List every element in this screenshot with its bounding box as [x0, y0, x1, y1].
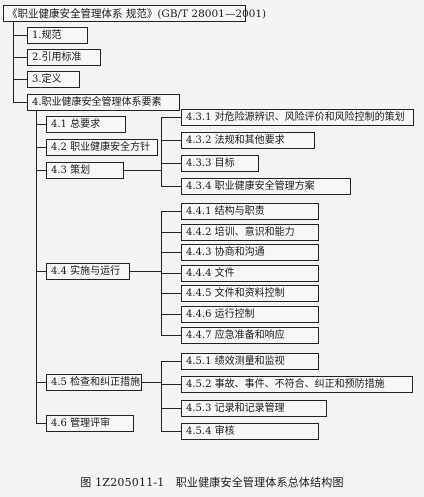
element-4-2-box: 4.2 职业健康安全方针 — [46, 139, 158, 156]
connector-line — [124, 170, 161, 171]
planning-item-box: 4.3.2 法规和其他要求 — [181, 132, 315, 149]
planning-item-box: 4.3.4 职业健康安全管理方案 — [181, 178, 351, 195]
figure-caption: 图 1Z205011-1 职业健康安全管理体系总体结构图 — [80, 476, 344, 489]
connector-line — [161, 273, 181, 274]
connector-line — [161, 293, 181, 294]
connector-line — [13, 22, 14, 103]
connector-line — [36, 423, 46, 424]
connector-line — [161, 140, 181, 141]
connector-line — [161, 408, 181, 409]
connector-line — [13, 57, 27, 58]
planning-item-box: 4.3.1 对危险源辨识、风险评价和风险控制的策划 — [181, 109, 414, 126]
connector-line — [161, 163, 181, 164]
connector-line — [161, 361, 181, 362]
implementation-item-box: 4.4.2 培训、意识和能力 — [181, 224, 319, 241]
clause-2-box: 2.引用标准 — [27, 49, 101, 66]
implementation-item-box: 4.4.6 运行控制 — [181, 306, 319, 323]
connector-line — [130, 271, 161, 272]
connector-line — [161, 211, 181, 212]
clause-1-box: 1.规范 — [27, 27, 88, 44]
implementation-item-box: 4.4.3 协商和沟通 — [181, 244, 319, 261]
connector-line — [161, 117, 162, 186]
connector-line — [161, 335, 181, 336]
clause-3-box: 3.定义 — [27, 71, 80, 88]
connector-line — [36, 382, 46, 383]
element-4-3-box: 4.3 策划 — [46, 162, 124, 179]
element-4-1-box: 4.1 总要求 — [46, 116, 126, 133]
connector-line — [161, 232, 181, 233]
connector-line — [36, 110, 37, 424]
connector-line — [36, 124, 46, 125]
connector-line — [161, 252, 181, 253]
implementation-item-box: 4.4.4 文件 — [181, 265, 319, 282]
implementation-item-box: 4.4.1 结构与职责 — [181, 203, 319, 220]
connector-line — [161, 361, 162, 431]
checking-item-box: 4.5.3 记录和记录管理 — [181, 400, 327, 417]
root-standard-box: 《职业健康安全管理体系 规范》(GB/T 28001—2001) — [3, 5, 266, 22]
implementation-item-box: 4.4.7 应急准备和响应 — [181, 327, 319, 344]
connector-line — [161, 431, 181, 432]
element-4-6-box: 4.6 管理评审 — [46, 415, 134, 432]
connector-line — [13, 102, 27, 103]
element-4-5-box: 4.5 检查和纠正措施 — [46, 374, 142, 391]
checking-item-box: 4.5.4 审核 — [181, 423, 319, 440]
connector-line — [13, 35, 27, 36]
connector-line — [161, 314, 181, 315]
clause-4-box: 4.职业健康安全管理体系要素 — [27, 94, 180, 111]
connector-line — [36, 147, 46, 148]
connector-line — [161, 186, 181, 187]
element-4-4-box: 4.4 实施与运行 — [46, 263, 130, 280]
connector-line — [13, 79, 27, 80]
connector-line — [142, 382, 161, 383]
checking-item-box: 4.5.1 绩效测量和监视 — [181, 353, 319, 370]
connector-line — [161, 384, 181, 385]
checking-item-box: 4.5.2 事故、事件、不符合、纠正和预防措施 — [181, 376, 413, 393]
connector-line — [161, 117, 181, 118]
connector-line — [36, 170, 46, 171]
implementation-item-box: 4.4.5 文件和资料控制 — [181, 285, 319, 302]
planning-item-box: 4.3.3 目标 — [181, 155, 259, 172]
connector-line — [36, 271, 46, 272]
